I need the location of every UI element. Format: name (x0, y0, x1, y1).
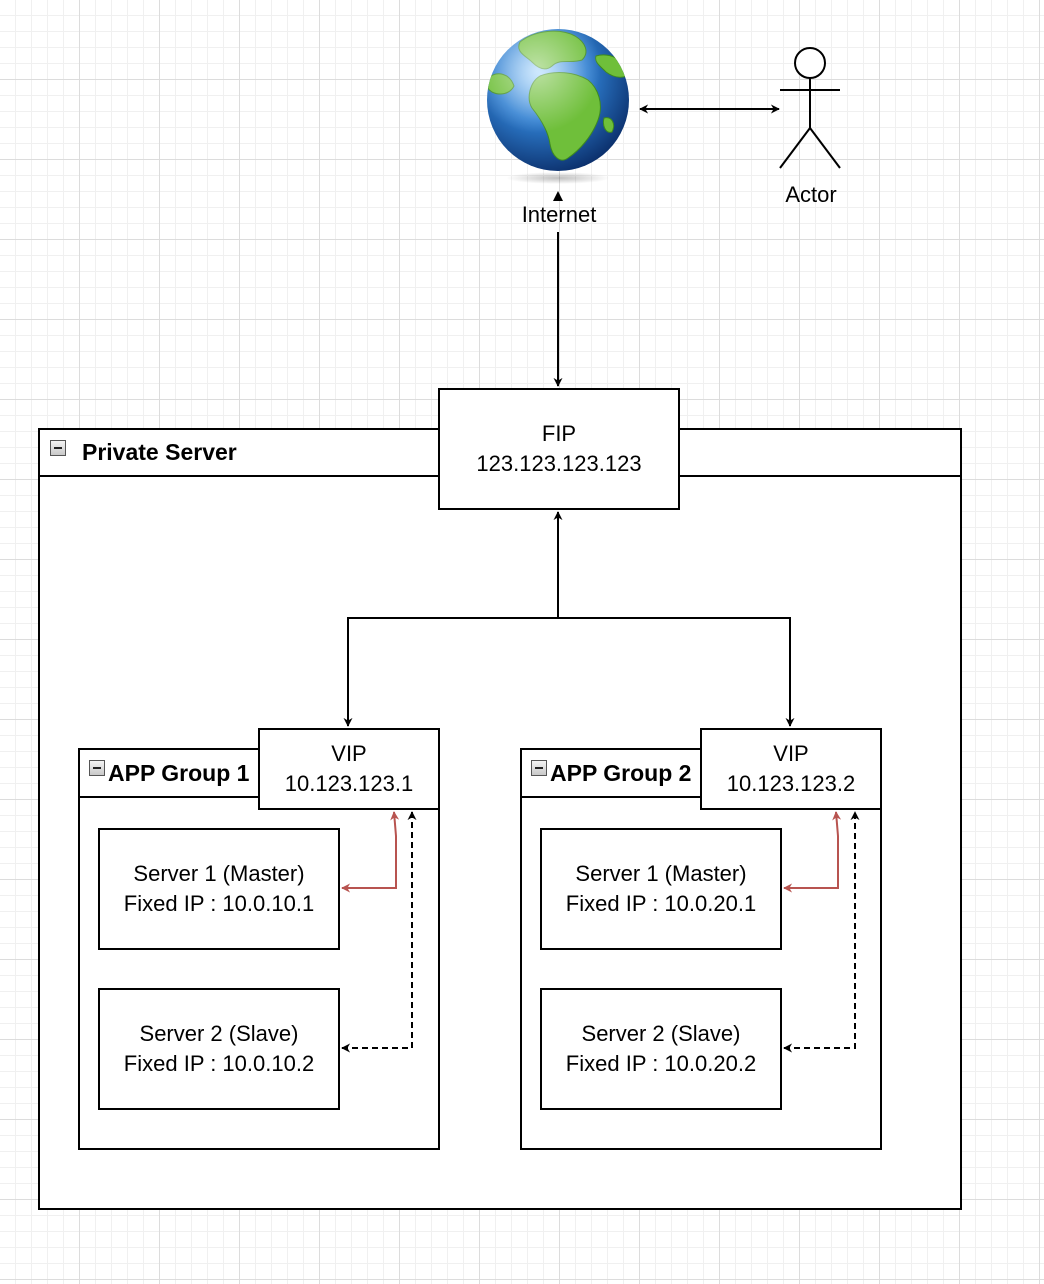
vip-address: 10.123.123.2 (726, 771, 856, 796)
collapse-icon[interactable] (531, 760, 547, 776)
fip-address: 123.123.123.123 (476, 451, 642, 476)
fip-box[interactable]: FIP 123.123.123.123 (438, 388, 680, 510)
collapse-icon[interactable] (89, 760, 105, 776)
actor-label: Actor (785, 182, 837, 207)
server-master-box-group-1[interactable]: Server 1 (Master) Fixed IP : 10.0.10.1 (98, 828, 340, 950)
fip-vip2-connector (558, 617, 795, 727)
server-ip: Fixed IP : 10.0.10.2 (123, 1051, 315, 1076)
vip-box-group-1[interactable]: VIP 10.123.123.1 (258, 728, 440, 810)
server-slave-box-group-1[interactable]: Server 2 (Slave) Fixed IP : 10.0.10.2 (98, 988, 340, 1110)
master-link-group-1 (341, 811, 400, 893)
private-server-title: Private Server (82, 439, 237, 465)
server-name: Server 2 (Slave) (581, 1021, 741, 1046)
server-name: Server 2 (Slave) (139, 1021, 299, 1046)
stick-figure-icon (779, 47, 841, 169)
server-master-box-group-2[interactable]: Server 1 (Master) Fixed IP : 10.0.20.1 (540, 828, 782, 950)
slave-link-group-2 (783, 811, 860, 1053)
slave-link-group-1 (341, 811, 417, 1053)
app-group-2-title: APP Group 2 (550, 760, 692, 786)
vip-title: VIP (331, 741, 367, 766)
server-name: Server 1 (Master) (133, 861, 305, 886)
globe-icon (487, 29, 629, 184)
vip-address: 10.123.123.1 (284, 771, 414, 796)
fip-title: FIP (541, 421, 577, 446)
master-link-group-2 (783, 811, 842, 893)
app-group-1-title: APP Group 1 (108, 760, 250, 786)
vip-box-group-2[interactable]: VIP 10.123.123.2 (700, 728, 882, 810)
server-slave-box-group-2[interactable]: Server 2 (Slave) Fixed IP : 10.0.20.2 (540, 988, 782, 1110)
vip-title: VIP (773, 741, 809, 766)
collapse-icon[interactable] (50, 440, 66, 456)
server-name: Server 1 (Master) (575, 861, 747, 886)
server-ip: Fixed IP : 10.0.20.1 (565, 891, 757, 916)
internet-label: Internet (521, 202, 597, 227)
internet-anchor-arrow (553, 191, 563, 201)
server-ip: Fixed IP : 10.0.20.2 (565, 1051, 757, 1076)
server-ip: Fixed IP : 10.0.10.1 (123, 891, 315, 916)
fip-vip1-connector (343, 617, 558, 727)
